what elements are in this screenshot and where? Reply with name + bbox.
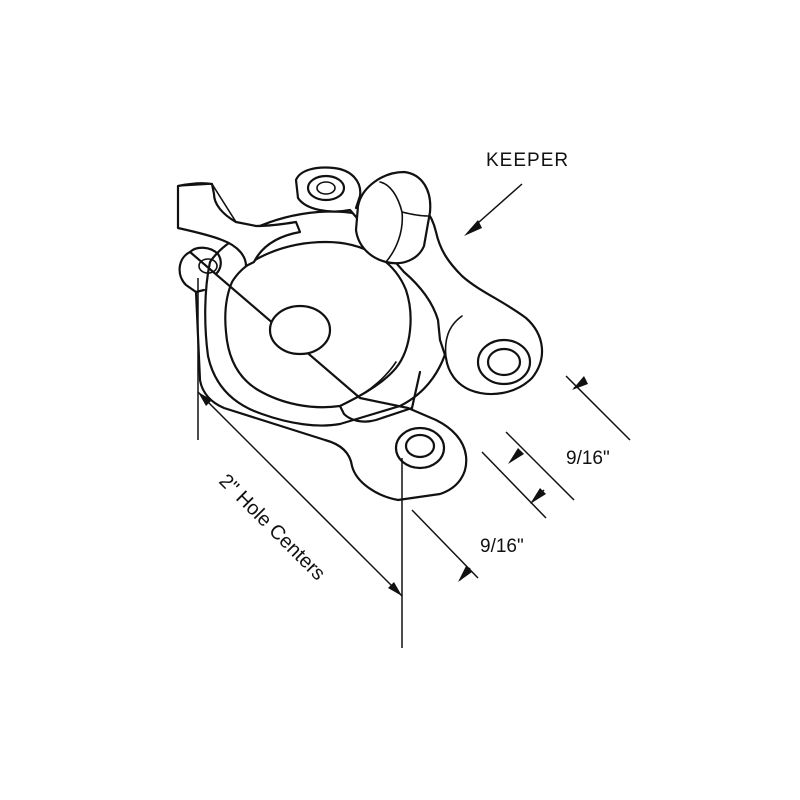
keeper-label: KEEPER [486,150,569,171]
lever-arm [176,182,302,268]
front-916-dimension [411,451,547,582]
front-mounting-hole [394,426,446,470]
right-dimension-label: 9/16" [566,448,610,469]
keeper-leader [464,183,523,236]
front-dimension-label: 9/16" [480,536,524,557]
hole-centers-label: 2" Hole Centers [214,470,329,585]
hole-centers-dimension [197,278,403,648]
right-916-dimension [505,375,631,501]
lock-base-plate [178,210,468,502]
keeper [294,166,544,396]
knob [354,170,432,265]
left-mounting-hole [188,246,222,276]
center-rivet [268,304,332,356]
